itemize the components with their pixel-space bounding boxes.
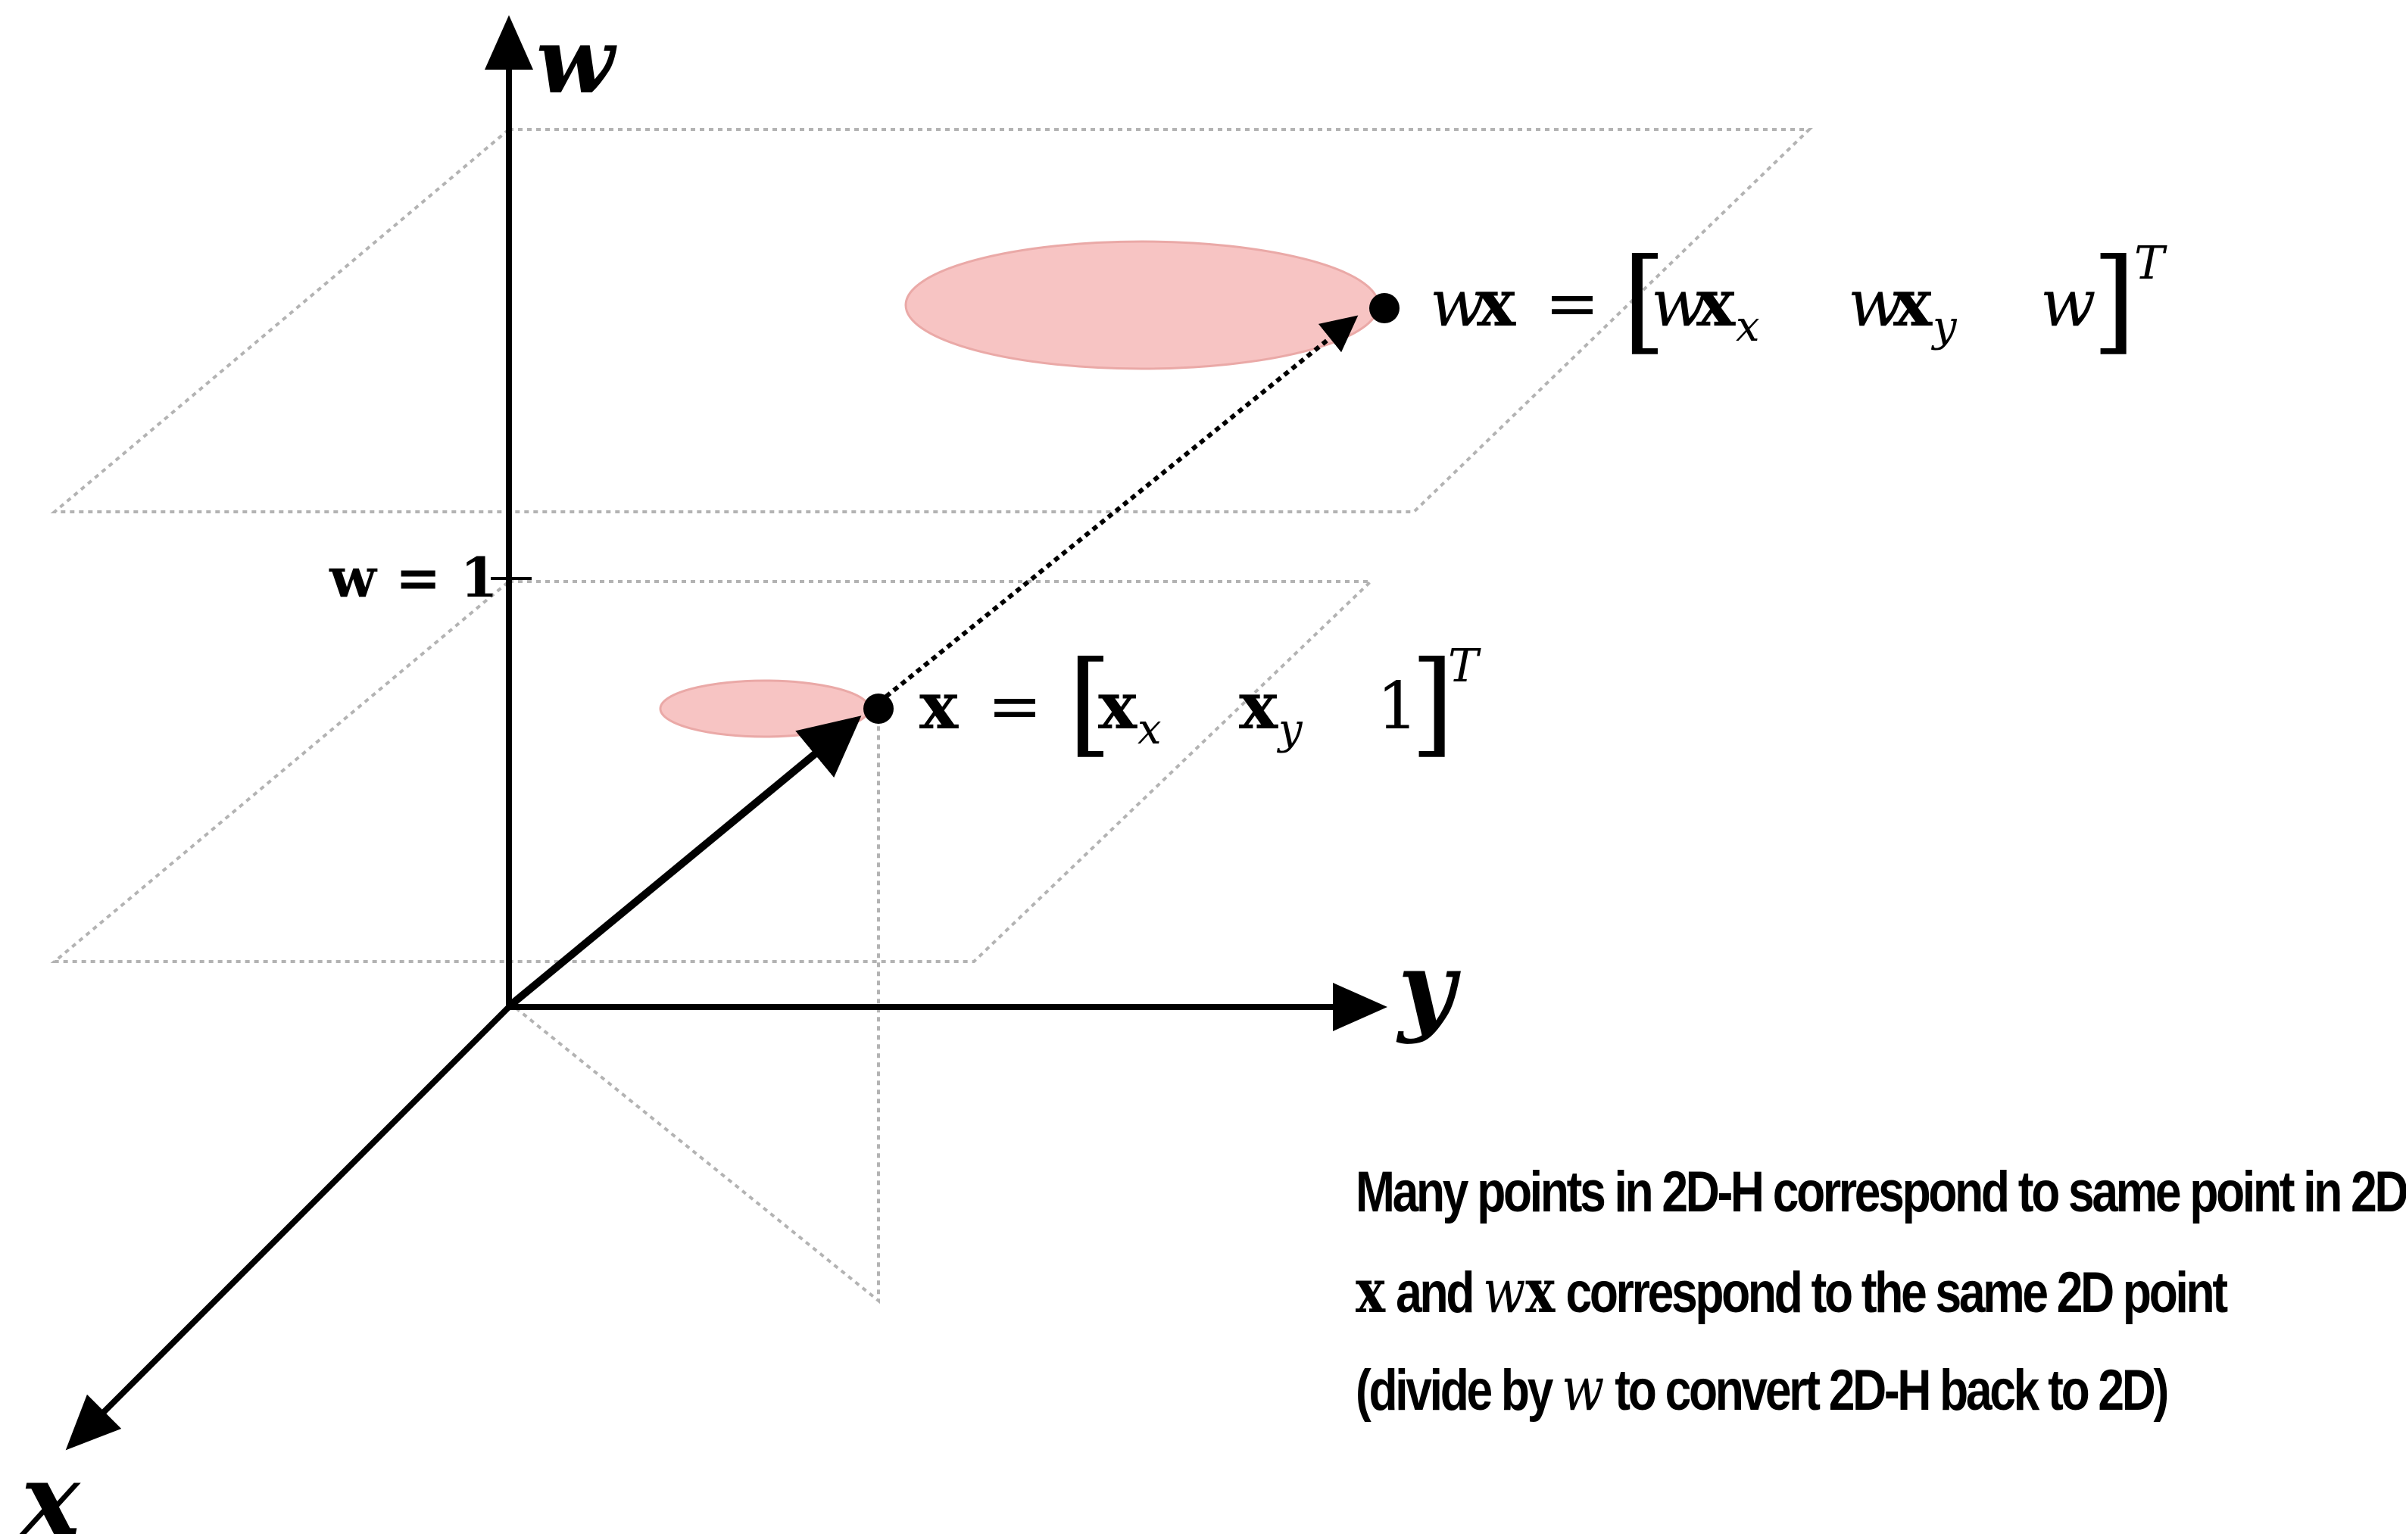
point-x [863,694,894,724]
x-axis-label: x [19,1442,81,1540]
eq-wx-entry2-sub: y [1930,302,1958,351]
eq-wx-transpose: T [2134,237,2167,290]
caption-sym-wx-x: x [1525,1255,1556,1326]
upper-point-region [904,240,1380,370]
eq-x-entry2-sub: y [1276,705,1303,754]
lower-plane-w1 [50,580,1375,963]
projection-guide [507,710,880,1305]
point-wx [1369,293,1400,323]
eq-x-entry3: 1 [1377,669,1418,744]
eq-wx-entry2-base: x [1893,265,1933,341]
w-axis-label: w [536,8,617,114]
eq-wx-lhs-w: w [1430,266,1486,341]
equation-x: x = [ x x x y 1 ] T [919,638,1481,769]
lower-point-region [659,679,871,738]
scaling-dotted-vector [885,315,1359,699]
eq-wx-entry2-w: w [1848,266,1904,341]
eq-x-entry1-base: x [1098,668,1137,744]
eq-wx-entry3-w: w [2040,266,2096,341]
eq-x-right-bracket: ] [1410,638,1455,769]
caption-line-2: x and wx correspond to the same 2D point [1356,1242,2228,1340]
eq-wx-right-bracket: ] [2092,235,2136,366]
eq-wx-lhs-x: x [1477,265,1516,341]
eq-x-entry2-base: x [1239,668,1278,744]
w1-tick-label: w = 1 [329,545,498,609]
caption-line-3-pre: (divide by [1356,1358,1562,1423]
y-axis-label: y [1396,930,1461,1046]
eq-x-entry1-sub: x [1137,705,1162,754]
caption-sym-x: x [1356,1255,1386,1326]
eq-x-left-bracket: [ [1068,638,1113,769]
upper-plane [50,128,1813,513]
eq-x-equals: = [988,669,1042,744]
caption: Many points in 2D-H correspond to same p… [1356,1143,2406,1439]
eq-wx-left-bracket: [ [1622,235,1667,366]
eq-wx-entry1-base: x [1696,265,1736,341]
eq-x-transpose: T [1448,640,1481,693]
caption-sym-w: w [1483,1256,1526,1326]
eq-wx-equals: = [1545,266,1599,341]
x-axis [65,1002,513,1451]
vector-to-x [509,715,862,1007]
eq-x-lhs: x [919,668,959,744]
caption-line-1: Many points in 2D-H correspond to same p… [1356,1160,2406,1224]
caption-line-3-post: to convert 2D-H back to 2D) [1604,1358,2169,1423]
caption-sym-w-divide: w [1562,1354,1605,1424]
equation-wx: w x = [ w x x w x y w ] T [1430,235,2167,366]
caption-line-3: (divide by w to convert 2D-H back to 2D) [1356,1340,2169,1439]
eq-wx-entry1-sub: x [1736,302,1760,351]
caption-line-2-mid: and [1385,1261,1484,1325]
caption-line-2-rest: correspond to the same 2D point [1555,1261,2228,1325]
eq-wx-entry1-w: w [1651,266,1707,341]
homogeneous-coordinates-diagram: w y x w = 1 x = [ x x x y 1 ] T w x = [ … [19,8,2167,1540]
